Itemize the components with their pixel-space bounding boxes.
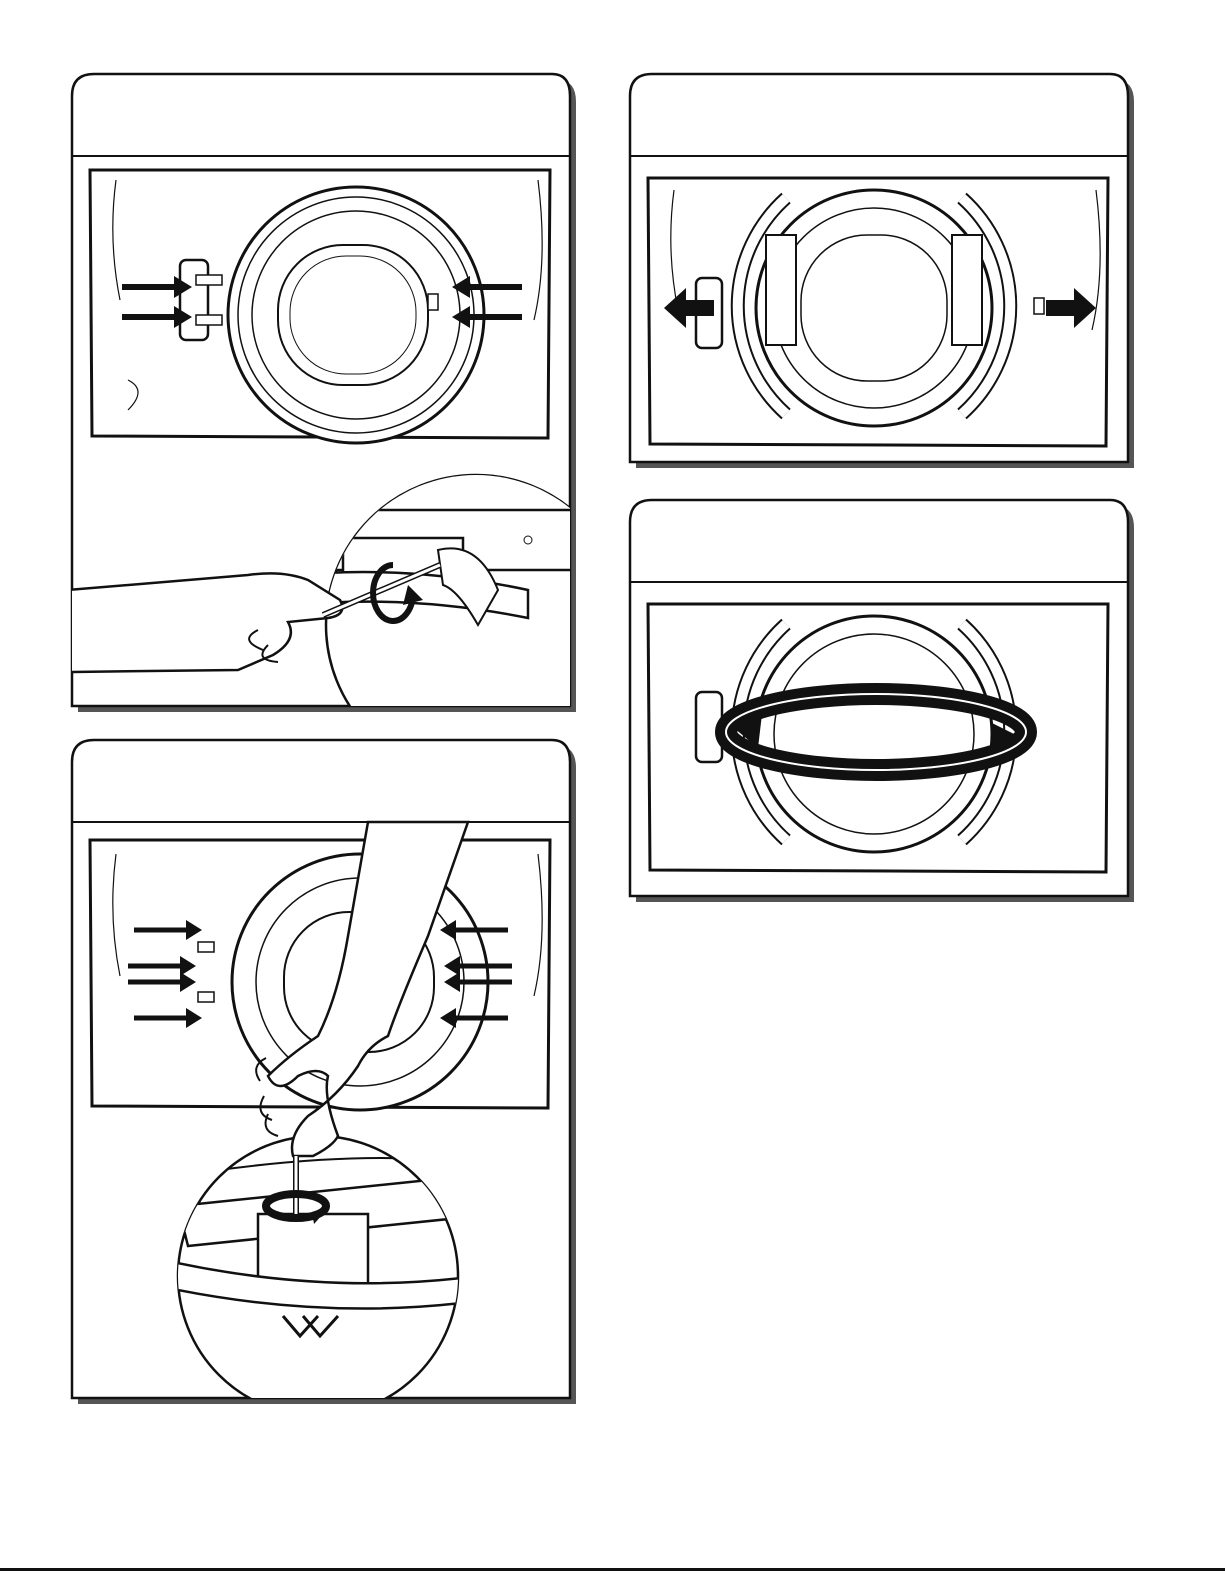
panel-4-figure	[68, 736, 578, 1408]
footer-rule	[0, 1568, 1225, 1571]
panel-1	[68, 70, 578, 715]
panel-2-caption	[648, 80, 1108, 136]
panel-3-caption	[648, 506, 1108, 562]
panel-4-caption	[90, 746, 550, 802]
panel-1-figure	[68, 70, 578, 715]
panel-1-caption	[90, 80, 550, 136]
panel-4	[68, 736, 578, 1408]
